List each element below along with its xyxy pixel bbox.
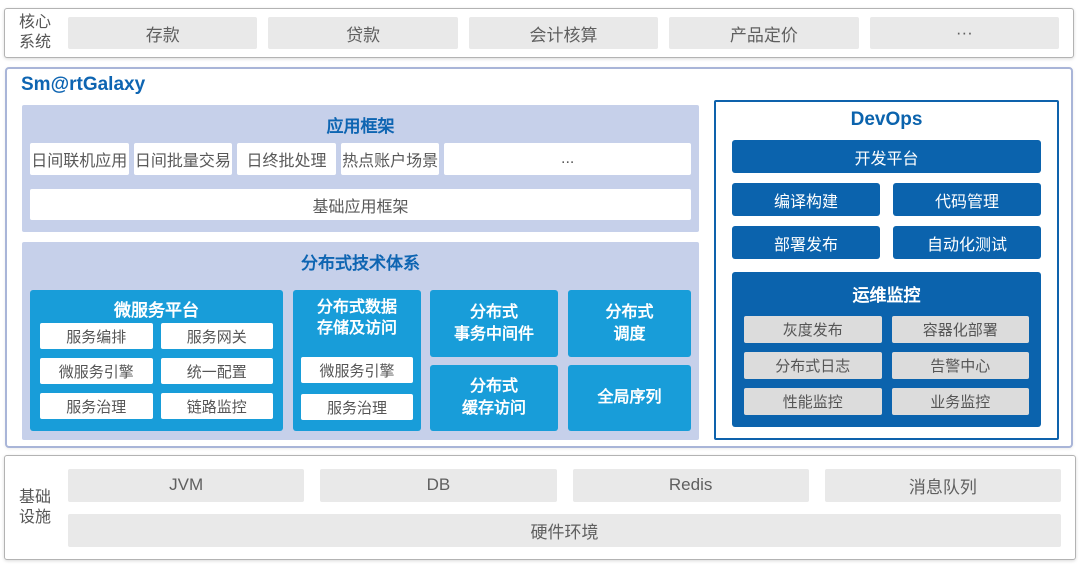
infra-message-queue: 消息队列 [824,468,1061,502]
core-systems-label: 核心 系统 [19,14,52,51]
deploy-release: 部署发布 [732,226,880,259]
devops-panel: DevOps 开发平台 编译构建 代码管理 部署发布 自动化测试 运维监控 灰度… [714,100,1059,440]
ops-monitoring-grid: 灰度发布 容器化部署 分布式日志 告警中心 性能监控 业务监控 [744,316,1029,415]
infra-db: DB [320,468,557,502]
devops-body: 开发平台 编译构建 代码管理 部署发布 自动化测试 运维监控 灰度发布 容器化部… [716,131,1057,427]
infrastructure-row: JVM DB Redis 消息队列 [68,468,1061,502]
app-framework-panel: 应用框架 日间联机应用 日间批量交易 日终批处理 热点账户场景 ... 基础应用… [22,105,699,232]
ms-service-governance: 服务治理 [40,393,153,419]
distributed-transaction-label: 分布式 事务中间件 [453,303,534,343]
core-system-deposits: 存款 [68,17,258,49]
microservice-platform-title: 微服务平台 [114,301,199,320]
ops-monitoring-block: 运维监控 灰度发布 容器化部署 分布式日志 告警中心 性能监控 业务监控 [732,272,1041,427]
ms-service-orchestration: 服务编排 [40,323,153,349]
gray-release: 灰度发布 [744,316,882,343]
distributed-cache-label: 分布式 缓存访问 [461,378,526,417]
app-ellipsis: ... [444,143,691,175]
smartgalaxy-container: Sm@rtGalaxy 应用框架 日间联机应用 日间批量交易 日终批处理 热点账… [5,67,1073,448]
devops-title: DevOps [850,109,923,130]
infra-redis: Redis [572,468,809,502]
distributed-scheduling-block: 分布式 调度 [568,290,691,357]
app-framework-row: 日间联机应用 日间批量交易 日终批处理 热点账户场景 ... [30,143,691,175]
distributed-transaction-block: 分布式 事务中间件 [430,290,558,357]
global-sequence-label: 全局序列 [597,389,662,407]
microservice-grid: 服务编排 服务网关 微服务引擎 统一配置 服务治理 链路监控 [40,323,273,419]
performance-monitoring: 性能监控 [744,388,882,415]
compile-build: 编译构建 [732,183,880,216]
automated-testing: 自动化测试 [893,226,1041,259]
containerized-deployment: 容器化部署 [891,316,1029,343]
ms-unified-config: 统一配置 [160,358,273,384]
code-management: 代码管理 [893,183,1041,216]
core-system-loans: 贷款 [268,17,458,49]
devops-row-1: 编译构建 代码管理 [732,183,1041,216]
app-daytime-batch: 日间批量交易 [133,143,233,175]
core-system-ellipsis: ··· [869,17,1060,49]
storage-ms-engine: 微服务引擎 [301,357,413,383]
devops-row-2: 部署发布 自动化测试 [732,226,1041,259]
dev-platform: 开发平台 [732,140,1041,173]
core-system-pricing: 产品定价 [669,17,859,49]
infra-hardware-environment: 硬件环境 [68,513,1061,547]
infra-jvm: JVM [68,468,305,502]
infrastructure-label: 基础 设施 [19,488,52,526]
storage-service-governance: 服务治理 [301,394,413,420]
ms-link-monitoring: 链路监控 [160,393,273,419]
app-eod-batch: 日终批处理 [237,143,336,175]
distributed-storage-title: 分布式数据 存储及访问 [316,299,397,337]
smartgalaxy-title: Sm@rtGalaxy [21,74,146,95]
app-hot-account: 热点账户场景 [340,143,440,175]
distributed-tech-panel: 分布式技术体系 微服务平台 服务编排 服务网关 微服务引擎 统一配置 服务治理 … [22,242,699,440]
ms-service-gateway: 服务网关 [160,323,273,349]
core-systems-bar: 核心 系统 存款 贷款 会计核算 产品定价 ··· [4,8,1074,58]
distributed-scheduling-label: 分布式 调度 [605,303,654,343]
app-daytime-online: 日间联机应用 [30,143,129,175]
infrastructure-content: JVM DB Redis 消息队列 硬件环境 [68,468,1061,547]
distributed-cache-block: 分布式 缓存访问 [430,365,558,431]
distributed-tech-title: 分布式技术体系 [301,254,420,273]
ms-engine: 微服务引擎 [40,358,153,384]
distributed-logging: 分布式日志 [744,352,882,379]
app-framework-title: 应用框架 [326,117,395,136]
core-system-accounting: 会计核算 [468,17,659,49]
infrastructure-bar: 基础 设施 JVM DB Redis 消息队列 硬件环境 [4,455,1076,560]
distributed-storage-block: 分布式数据 存储及访问 微服务引擎 服务治理 [293,290,421,431]
global-sequence-block: 全局序列 [568,365,691,431]
base-app-framework: 基础应用框架 [30,189,691,220]
microservice-platform-block: 微服务平台 服务编排 服务网关 微服务引擎 统一配置 服务治理 链路监控 [30,290,283,431]
business-monitoring: 业务监控 [891,388,1029,415]
ops-monitoring-title: 运维监控 [852,286,921,305]
alert-center: 告警中心 [891,352,1029,379]
